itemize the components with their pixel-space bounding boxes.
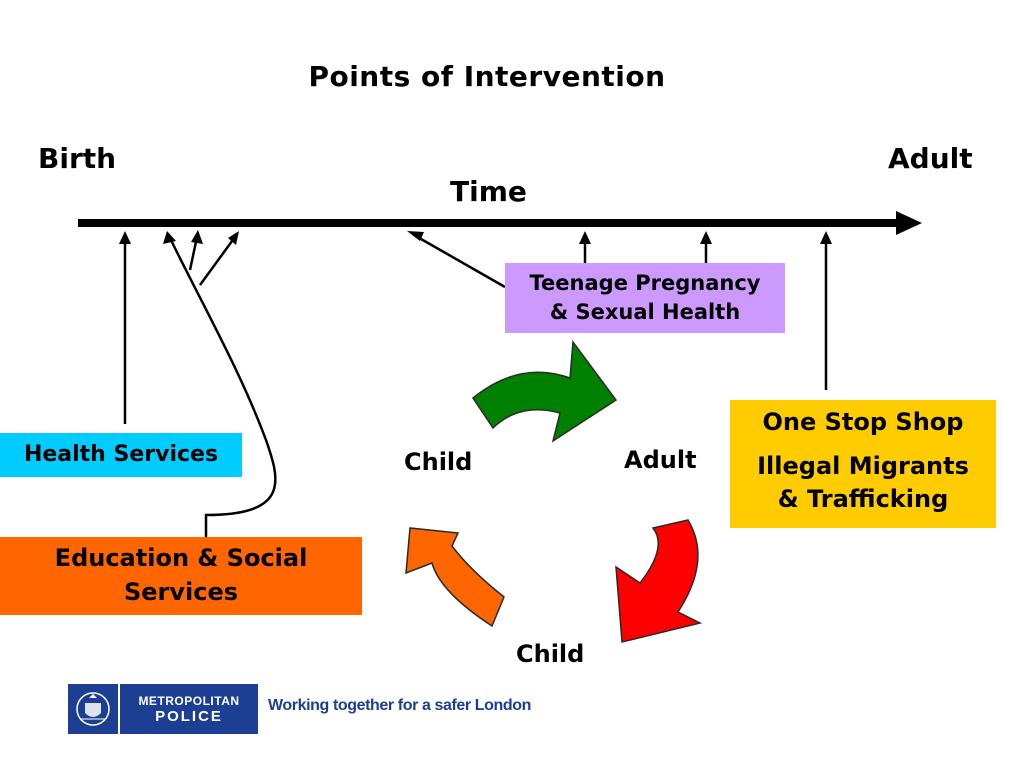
intervention-pointers	[119, 230, 832, 537]
teenage-pregnancy-line1: Teenage Pregnancy	[529, 270, 761, 295]
one-stop-shop-title: One Stop Shop	[762, 408, 964, 436]
logo-line1: METROPOLITAN	[138, 693, 240, 708]
timeline-end-label: Adult	[888, 142, 973, 175]
education-social-box: Education & Social Services	[0, 537, 362, 615]
cycle-child-left-label: Child	[404, 448, 473, 476]
timeline-arrow	[78, 211, 922, 235]
timeline-axis-label: Time	[450, 175, 527, 208]
teenage-pregnancy-box: Teenage Pregnancy & Sexual Health	[505, 263, 785, 333]
cycle-arrow-orange	[405, 527, 505, 628]
health-services-label: Health Services	[23, 441, 219, 467]
education-pointer-arrow-3	[198, 231, 239, 286]
education-social-line1: Education & Social	[54, 544, 308, 573]
education-pointer-arrow-2	[188, 230, 203, 271]
police-crest-icon	[68, 684, 120, 734]
cycle-adult-label: Adult	[624, 446, 697, 474]
health-services-box: Health Services	[0, 433, 242, 477]
onestop-pointer-arrow	[820, 231, 832, 390]
teenage-pregnancy-line2: & Sexual Health	[549, 300, 741, 324]
cycle-child-bottom-label: Child	[516, 640, 585, 668]
cycle-arrow-green	[471, 339, 618, 443]
logo-text: METROPOLITAN POLICE	[120, 684, 258, 734]
timeline-start-label: Birth	[38, 142, 117, 175]
one-stop-shop-line2: Illegal Migrants	[757, 451, 969, 480]
cycle-arrow-red	[615, 519, 703, 643]
education-social-line2: Services	[123, 578, 239, 606]
metropolitan-police-logo: METROPOLITAN POLICE	[68, 684, 258, 734]
teen-pointer-arrow-left	[407, 231, 506, 289]
one-stop-shop-line3: & Trafficking	[777, 485, 949, 514]
health-pointer-arrow	[119, 231, 131, 424]
footer-tagline: Working together for a safer London	[268, 697, 532, 714]
teen-pointer-arrow-mid	[579, 231, 591, 263]
education-pointer-arrow	[163, 231, 277, 537]
teen-pointer-arrow-right	[700, 231, 712, 263]
logo-line2: POLICE	[155, 707, 223, 725]
page-title: Points of Intervention	[308, 60, 666, 93]
one-stop-shop-box: One Stop Shop Illegal Migrants & Traffic…	[730, 400, 996, 528]
